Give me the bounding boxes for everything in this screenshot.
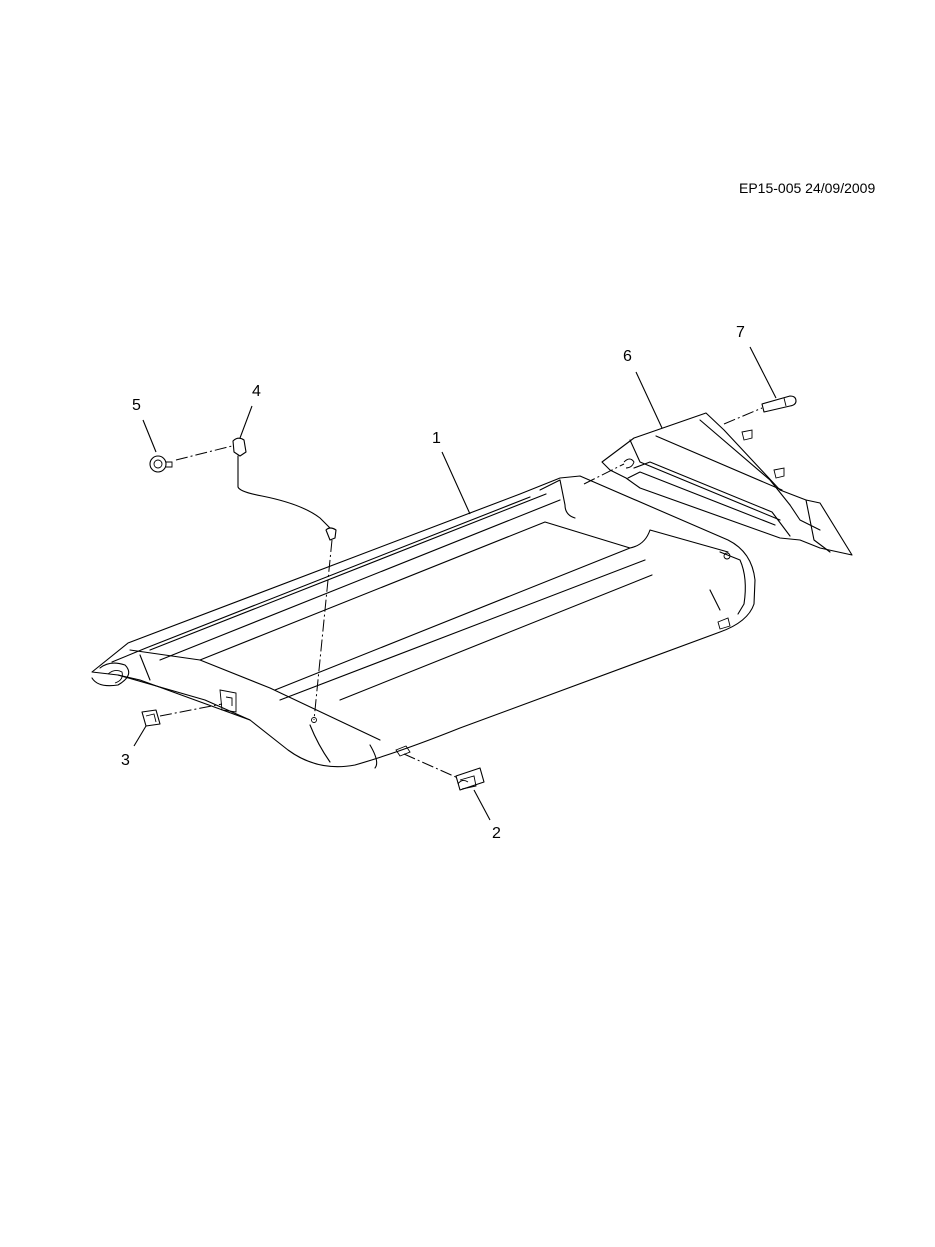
part-6-side-trim (601, 412, 853, 556)
part-7-pin (761, 395, 797, 413)
callout-2: 2 (492, 825, 501, 842)
callout-3: 3 (121, 752, 130, 769)
part-2-clip (455, 767, 485, 791)
assembly-lines (159, 407, 763, 779)
diagram-reference: EP15-005 24/09/2009 (739, 180, 876, 196)
callout-5: 5 (132, 397, 141, 414)
part-5-fastener (149, 455, 173, 473)
callout-1: 1 (432, 430, 441, 447)
part-4-strap (232, 437, 337, 541)
callout-4: 4 (252, 383, 261, 400)
callout-6: 6 (623, 348, 632, 365)
callout-leaders (133, 346, 777, 821)
part-1-cover-panel (91, 475, 756, 769)
callout-7: 7 (736, 324, 745, 341)
part-3-clip (141, 709, 161, 727)
